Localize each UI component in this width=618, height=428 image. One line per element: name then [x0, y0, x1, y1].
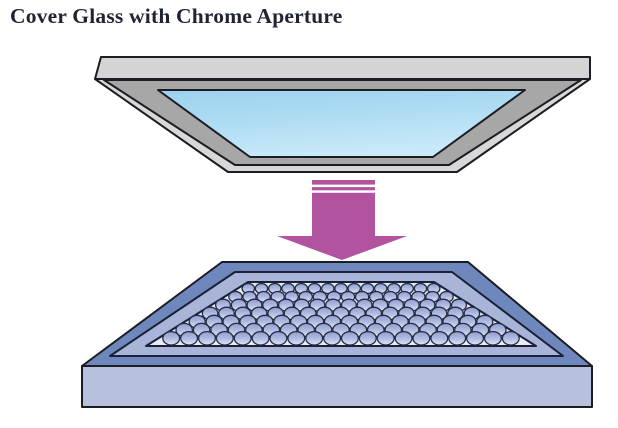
microlens — [376, 330, 395, 346]
microlens — [270, 290, 285, 303]
down-arrow-shape — [277, 180, 407, 260]
microlens — [465, 330, 485, 346]
microlens — [501, 330, 520, 346]
cover-glass-top-slab — [94, 56, 591, 80]
microlens — [430, 330, 449, 346]
microlens — [305, 330, 324, 346]
microlens — [483, 330, 502, 346]
microlens — [180, 330, 199, 346]
microlens — [287, 330, 306, 346]
substrate-front-face — [81, 365, 593, 408]
arrow-stripe — [312, 190, 375, 193]
microlens — [320, 282, 335, 295]
microlens-grid — [162, 282, 520, 346]
microlens — [197, 330, 217, 346]
glass-window — [157, 89, 526, 158]
microlens — [347, 282, 362, 295]
microlens — [394, 330, 413, 346]
microlens — [215, 330, 234, 346]
cover-glass — [94, 56, 591, 173]
figure-title: Cover Glass with Chrome Aperture — [10, 4, 343, 28]
microlens — [412, 330, 431, 346]
microlens — [323, 330, 342, 346]
microlens — [340, 330, 359, 346]
microlens — [448, 330, 467, 346]
microlens — [162, 330, 181, 346]
down-arrow-icon — [277, 180, 407, 260]
microlens — [397, 290, 412, 303]
microlens-substrate — [81, 261, 593, 408]
microlens — [251, 330, 270, 346]
microlens — [358, 330, 377, 346]
microlens — [269, 330, 288, 346]
microlens — [233, 330, 252, 346]
microlens — [334, 282, 348, 295]
arrow-stripe — [312, 184, 375, 188]
